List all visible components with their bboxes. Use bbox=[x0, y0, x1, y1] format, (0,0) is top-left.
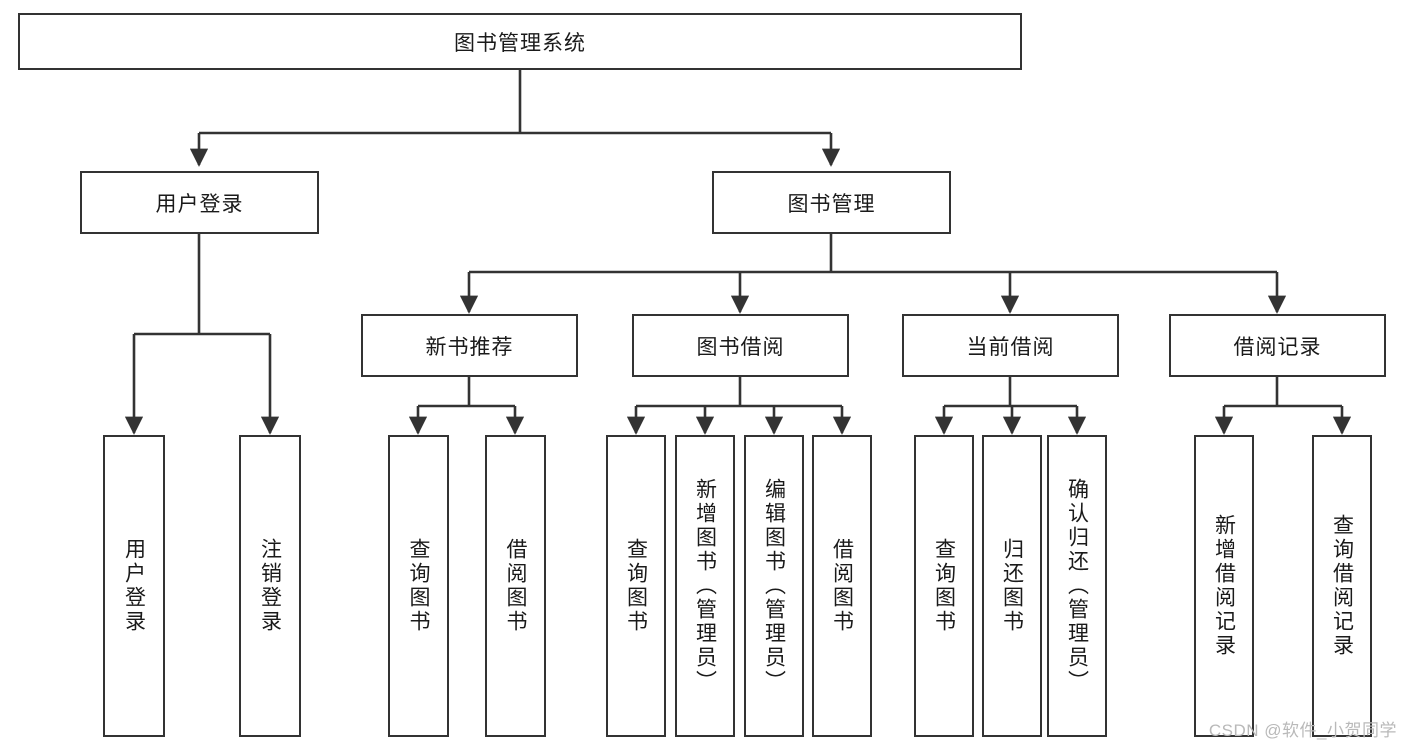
node-label: 用户登录 bbox=[122, 538, 146, 634]
leaf-recommend-borrow-book[interactable]: 借阅图书 bbox=[485, 435, 546, 737]
node-label: 图书管理系统 bbox=[454, 31, 586, 55]
node-new-book-recommend[interactable]: 新书推荐 bbox=[361, 314, 578, 377]
node-current-borrow[interactable]: 当前借阅 bbox=[902, 314, 1119, 377]
leaf-borrow-add-book-admin[interactable]: 新增图书（管理员） bbox=[675, 435, 735, 737]
node-borrow-record[interactable]: 借阅记录 bbox=[1169, 314, 1386, 377]
node-book-management[interactable]: 图书管理 bbox=[712, 171, 951, 234]
node-book-borrow[interactable]: 图书借阅 bbox=[632, 314, 849, 377]
node-label: 借阅图书 bbox=[830, 538, 854, 634]
node-label: 新增借阅记录 bbox=[1212, 514, 1236, 658]
leaf-user-login-login[interactable]: 用户登录 bbox=[103, 435, 165, 737]
node-label: 当前借阅 bbox=[966, 335, 1055, 359]
leaf-borrow-borrow-book[interactable]: 借阅图书 bbox=[812, 435, 872, 737]
leaf-current-return-book[interactable]: 归还图书 bbox=[982, 435, 1042, 737]
node-label: 注销登录 bbox=[258, 538, 282, 634]
node-label: 图书借阅 bbox=[696, 335, 785, 359]
node-label: 查询借阅记录 bbox=[1330, 514, 1354, 658]
leaf-recommend-query-book[interactable]: 查询图书 bbox=[388, 435, 449, 737]
leaf-user-login-logout[interactable]: 注销登录 bbox=[239, 435, 301, 737]
node-label: 借阅记录 bbox=[1233, 335, 1322, 359]
leaf-borrow-edit-book-admin[interactable]: 编辑图书（管理员） bbox=[744, 435, 804, 737]
node-label: 归还图书 bbox=[1000, 538, 1024, 634]
watermark-text: CSDN @软件_小贺同学 bbox=[1208, 721, 1397, 740]
node-label: 查询图书 bbox=[624, 538, 648, 634]
leaf-record-add-record[interactable]: 新增借阅记录 bbox=[1194, 435, 1254, 737]
node-root-book-management-system[interactable]: 图书管理系统 bbox=[18, 13, 1022, 70]
node-label: 用户登录 bbox=[155, 192, 244, 216]
leaf-current-query-book[interactable]: 查询图书 bbox=[914, 435, 974, 737]
leaf-current-confirm-return-admin[interactable]: 确认归还（管理员） bbox=[1047, 435, 1107, 737]
node-label: 编辑图书（管理员） bbox=[762, 478, 786, 694]
node-label: 确认归还（管理员） bbox=[1065, 478, 1089, 694]
node-label: 新增图书（管理员） bbox=[693, 478, 717, 694]
node-user-login[interactable]: 用户登录 bbox=[80, 171, 319, 234]
node-label: 新书推荐 bbox=[425, 335, 514, 359]
node-label: 查询图书 bbox=[932, 538, 956, 634]
leaf-record-query-record[interactable]: 查询借阅记录 bbox=[1312, 435, 1372, 737]
node-label: 借阅图书 bbox=[504, 538, 527, 634]
leaf-borrow-query-book[interactable]: 查询图书 bbox=[606, 435, 666, 737]
node-label: 图书管理 bbox=[787, 192, 876, 216]
node-label: 查询图书 bbox=[407, 538, 430, 634]
